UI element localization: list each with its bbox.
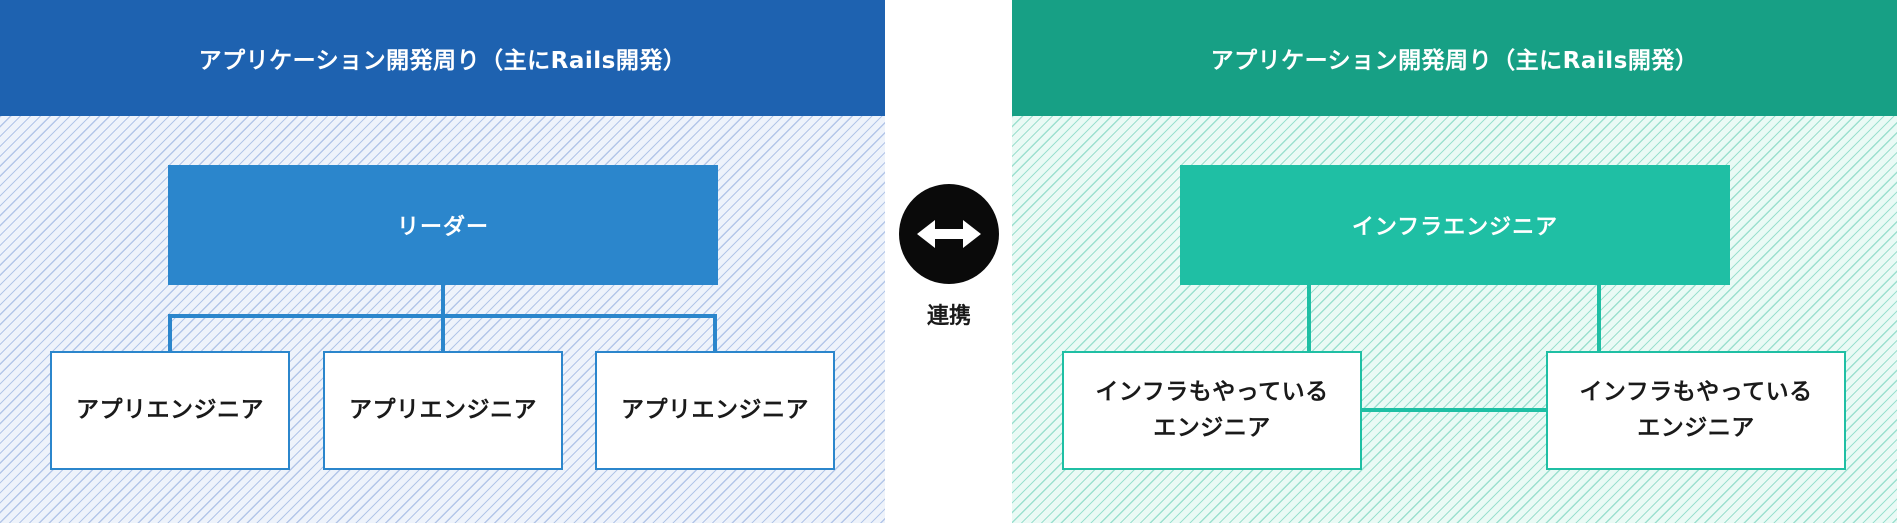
app-engineer-box-1: アプリエンジニア [50,351,290,470]
double-arrow-icon [917,220,981,248]
infra-capable-engineer-line2: エンジニア [1153,414,1271,441]
left-connector-trunk [441,285,445,351]
app-engineer-label: アプリエンジニア [621,396,809,423]
infra-capable-engineer-line1: インフラもやっている [1579,378,1813,405]
infra-capable-engineer-box-1: インフラもやっている エンジニア [1062,351,1362,470]
left-connector-drop-3 [713,314,717,351]
leader-label: リーダー [396,215,489,240]
app-engineer-box-2: アプリエンジニア [323,351,563,470]
right-connector-right [1597,285,1601,351]
left-panel-header: アプリケーション開発周り（主にRails開発） [0,0,885,116]
right-panel-title: アプリケーション開発周り（主にRails開発） [1210,48,1699,74]
app-engineer-label: アプリエンジニア [76,396,264,423]
link-circle [899,184,999,284]
infra-capable-engineer-line2: エンジニア [1637,414,1755,441]
link-label: 連携 [926,304,971,329]
app-engineer-box-3: アプリエンジニア [595,351,835,470]
right-panel: アプリケーション開発周り（主にRails開発） インフラエンジニア インフラもや… [1012,0,1897,523]
infra-capable-engineer-box-2: インフラもやっている エンジニア [1546,351,1846,470]
infra-engineer-label: インフラエンジニア [1351,215,1559,240]
left-panel: アプリケーション開発周り（主にRails開発） リーダー アプリエンジニア アプ… [0,0,885,523]
app-engineer-label: アプリエンジニア [349,396,537,423]
infra-capable-engineer-line1: インフラもやっている [1095,378,1329,405]
left-connector-bus [168,314,717,318]
right-connector-left [1307,285,1311,351]
infra-engineer-box: インフラエンジニア [1180,165,1730,285]
leader-box: リーダー [168,165,718,285]
left-panel-title: アプリケーション開発周り（主にRails開発） [198,48,687,74]
left-connector-drop-1 [168,314,172,351]
right-connector-between [1360,408,1558,412]
right-panel-header: アプリケーション開発周り（主にRails開発） [1012,0,1897,116]
